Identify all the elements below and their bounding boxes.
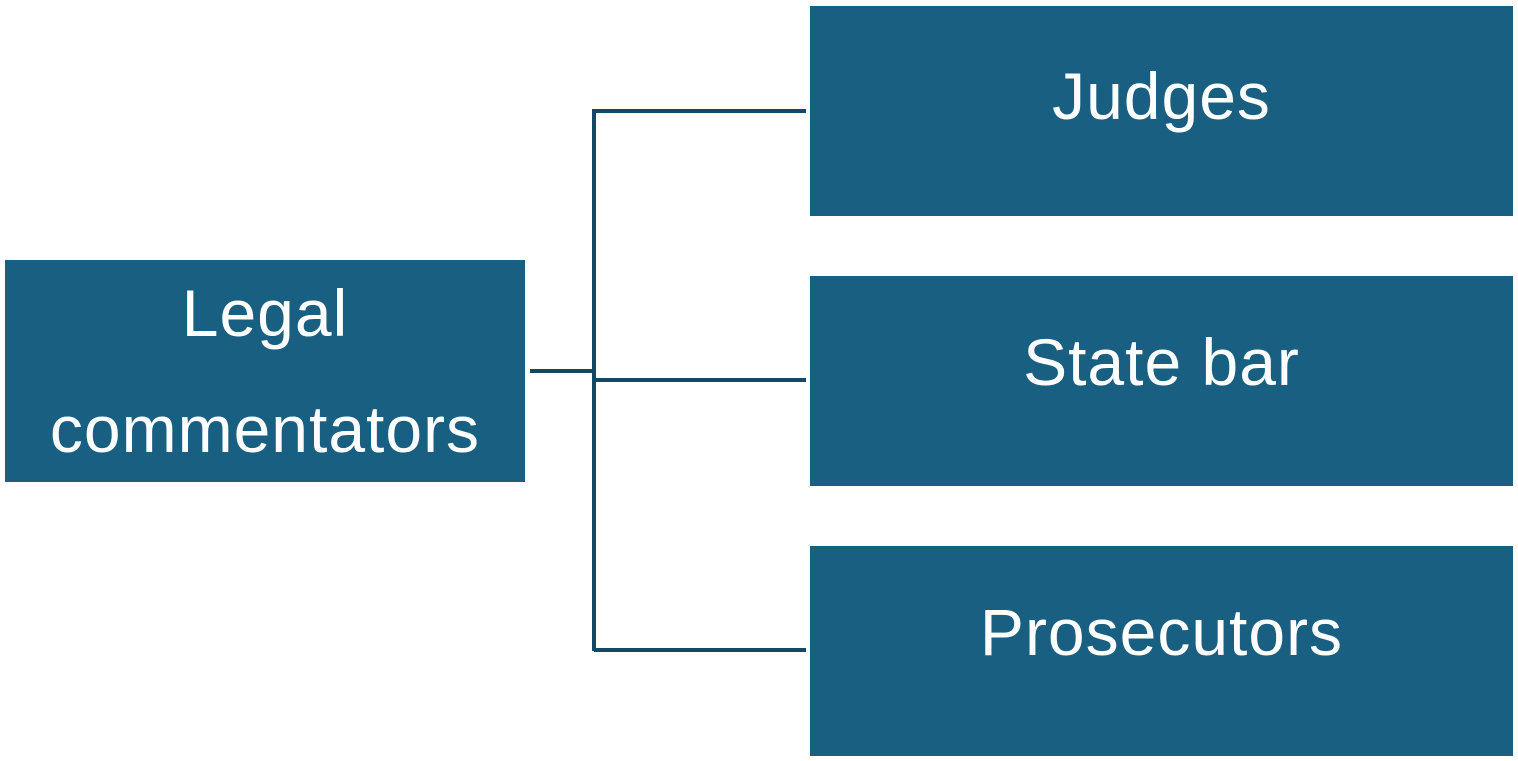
state-bar-node: State bar xyxy=(810,276,1513,486)
root-label-line1: Legal xyxy=(181,276,349,350)
prosecutors-label: Prosecutors xyxy=(979,595,1344,669)
root-label-line2: commentators xyxy=(49,392,481,466)
prosecutors-node: Prosecutors xyxy=(810,546,1513,756)
judges-node: Judges xyxy=(810,6,1513,216)
judges-label: Judges xyxy=(1052,59,1271,133)
legal-commentators-node: Legal commentators xyxy=(5,260,525,482)
state-bar-label: State bar xyxy=(1023,325,1300,399)
